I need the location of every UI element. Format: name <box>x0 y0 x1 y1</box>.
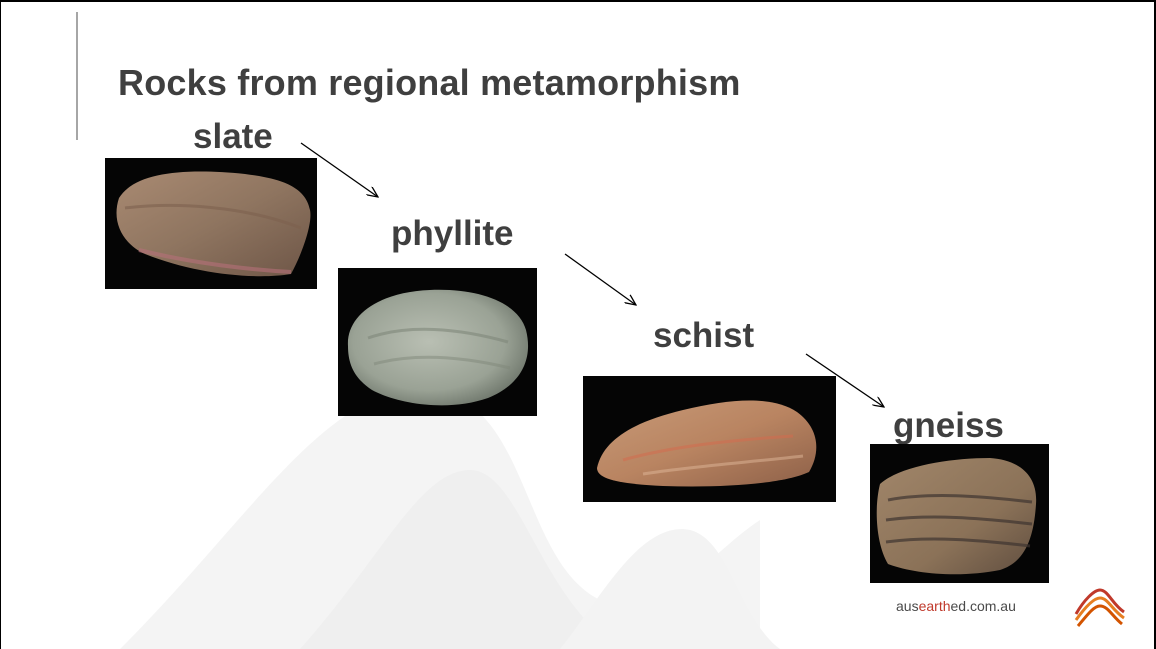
label-phyllite: phyllite <box>391 214 514 254</box>
label-slate: slate <box>193 117 273 157</box>
ausearthed-logo-icon <box>1072 584 1128 630</box>
slide-title: Rocks from regional metamorphism <box>118 62 741 104</box>
accent-bar <box>76 12 78 140</box>
schist-photo <box>583 376 836 502</box>
site-prefix: aus <box>896 598 919 614</box>
label-schist: schist <box>653 316 754 356</box>
slide-border-top <box>0 0 1156 2</box>
phyllite-photo <box>338 268 537 416</box>
site-suffix: ed.com.au <box>951 598 1016 614</box>
slate-photo <box>105 158 317 289</box>
website-text: ausearthed.com.au <box>896 598 1016 614</box>
slide-border-left <box>0 0 1 649</box>
label-gneiss: gneiss <box>893 406 1004 446</box>
gneiss-photo <box>870 444 1049 583</box>
site-highlight: earth <box>919 598 951 614</box>
